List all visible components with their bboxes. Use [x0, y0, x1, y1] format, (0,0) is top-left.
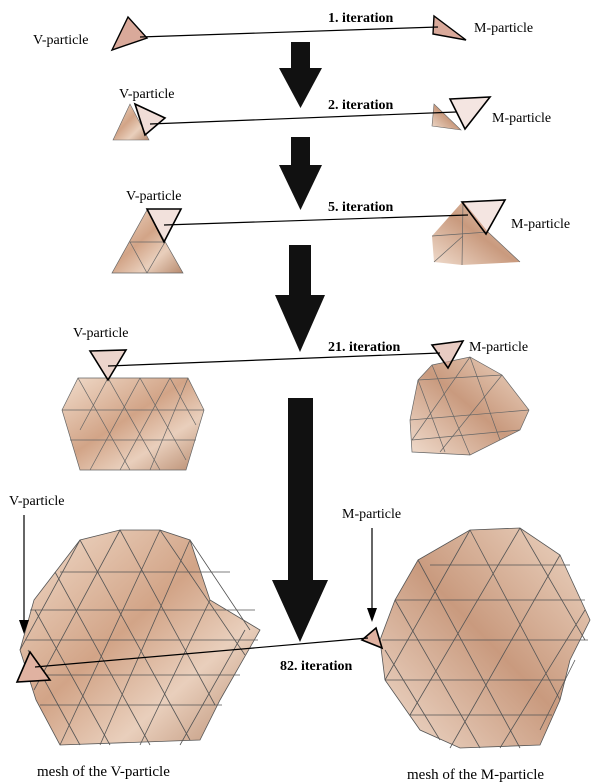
particle-link [140, 27, 438, 37]
particle-link [150, 112, 456, 124]
v-particle-triangle [112, 17, 147, 50]
m-particle-label: M-particle [492, 111, 551, 126]
m-particle-label: M-particle [469, 340, 528, 355]
m-particle-label: M-particle [511, 217, 570, 232]
m-mesh [410, 357, 529, 455]
v-particle-label: V-particle [126, 189, 181, 204]
down-arrow-1 [279, 42, 322, 108]
iteration-label: 2. iteration [328, 98, 394, 113]
iteration-label: 5. iteration [328, 200, 394, 215]
down-arrow-3 [275, 245, 325, 352]
v-particle-label: V-particle [119, 87, 174, 102]
v-mesh-caption: mesh of the V-particle [37, 764, 170, 780]
v-particle-label: V-particle [9, 494, 64, 509]
down-arrow-2 [279, 137, 322, 210]
flow-arrows [272, 42, 328, 642]
iteration-label: 21. iteration [328, 340, 401, 355]
v-mesh [62, 378, 204, 470]
m-particle-label: M-particle [474, 21, 533, 36]
iteration-label: 1. iteration [328, 11, 394, 26]
step-1: V-particle M-particle 1. iteration [33, 11, 533, 50]
v-mesh [20, 530, 260, 745]
v-particle-pointer [19, 515, 29, 634]
m-mesh-caption: mesh of the M-particle [407, 767, 544, 783]
m-particle-triangle [433, 16, 466, 40]
particle-link [164, 215, 468, 225]
step-3: V-particle M-particle 5. iteration [112, 189, 570, 273]
iteration-label: 82. iteration [280, 659, 353, 674]
m-particle-label: M-particle [342, 507, 401, 522]
step-2: V-particle M-particle 2. iteration [113, 87, 551, 140]
v-particle-label: V-particle [73, 326, 128, 341]
down-arrow-4 [272, 398, 328, 642]
m-mesh [380, 528, 590, 748]
v-particle-label: V-particle [33, 33, 88, 48]
m-particle-triangle [450, 97, 490, 129]
m-particle-pointer [367, 528, 377, 622]
